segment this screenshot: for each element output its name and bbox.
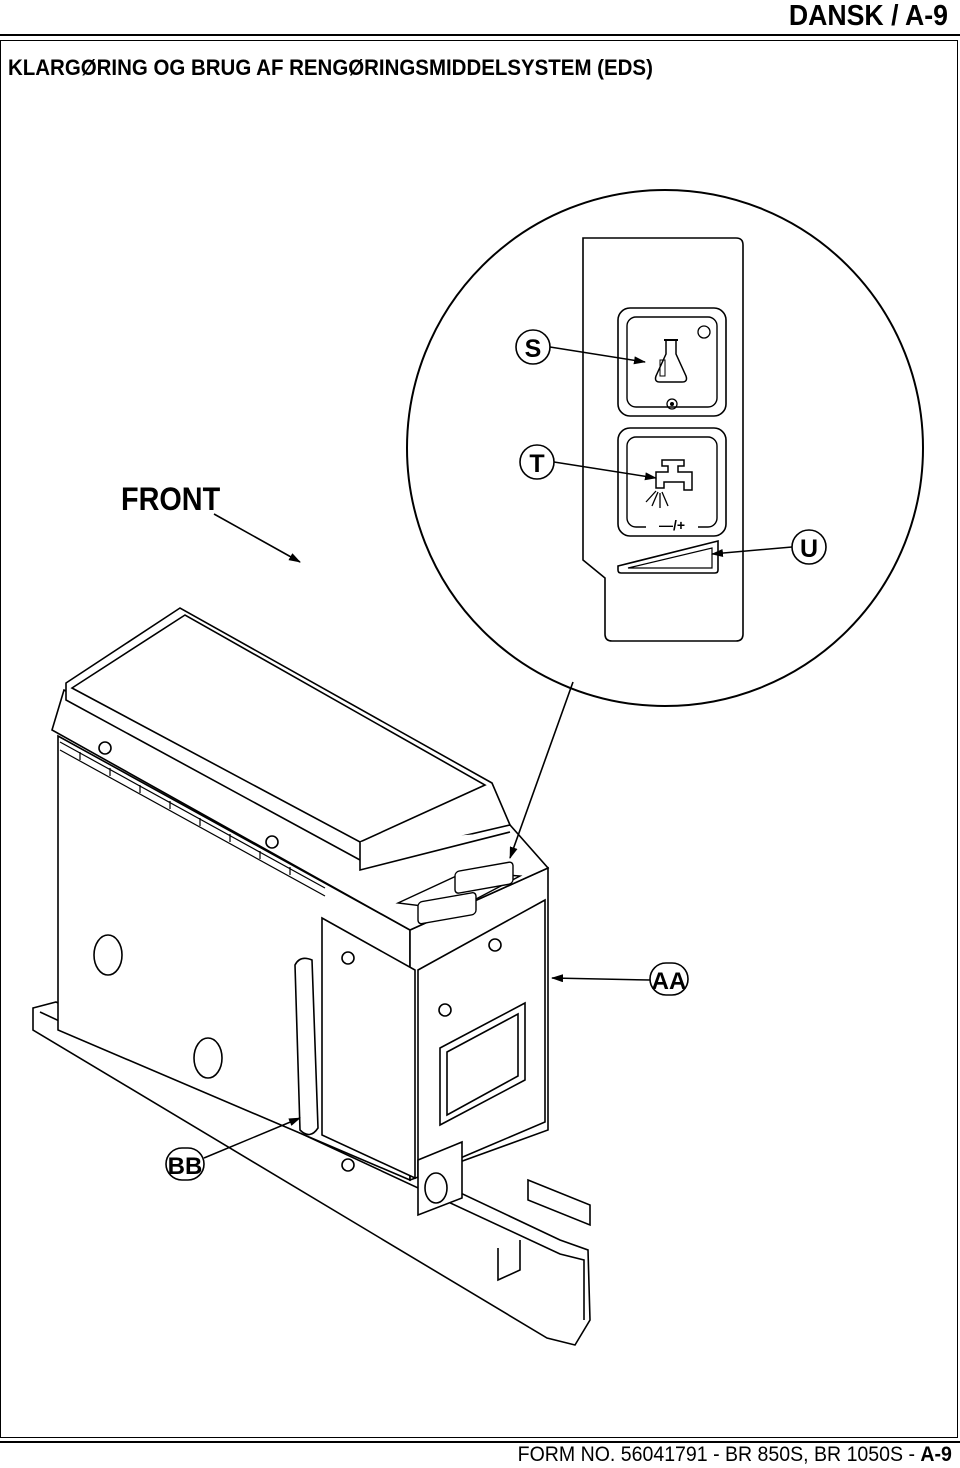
footer-page: A-9 (920, 1443, 952, 1466)
svg-text:AA: AA (652, 968, 687, 995)
footer-rule (0, 1441, 960, 1443)
section-header: DANSK / A-9 (788, 0, 948, 32)
footer: FORM NO. 56041791 - BR 850S, BR 1050S - … (518, 1443, 952, 1467)
unit-details (93, 741, 502, 1204)
flow-ramp-icon (617, 539, 719, 574)
callout-s: S (515, 329, 646, 365)
minus-plus-label: —/+ (659, 517, 685, 533)
callout-aa: AA (551, 962, 689, 996)
footer-form: FORM NO. 56041791 - BR 850S, BR 1050S - (517, 1443, 921, 1466)
detergent-bottle-icon (654, 339, 688, 383)
detail-leader-arrow (509, 681, 574, 859)
page-frame (0, 40, 958, 1438)
svg-text:U: U (800, 535, 818, 563)
callout-t: T (519, 444, 657, 481)
front-arrow (213, 513, 301, 563)
eds-unit (32, 607, 591, 1346)
page-title: KLARGØRING OG BRUG AF RENGØRINGSMIDDELSY… (8, 55, 653, 80)
front-label: FRONT (121, 482, 221, 518)
header-rule (0, 34, 960, 36)
callout-u: U (711, 529, 827, 565)
svg-text:BB: BB (168, 1153, 203, 1180)
svg-text:S: S (525, 335, 542, 363)
unit-switch-panel (395, 861, 523, 925)
water-faucet-icon (645, 459, 693, 508)
hinge-strip (59, 741, 326, 897)
svg-text:T: T (529, 450, 544, 478)
callout-bb: BB (165, 1117, 301, 1181)
detergent-switch (617, 307, 727, 417)
